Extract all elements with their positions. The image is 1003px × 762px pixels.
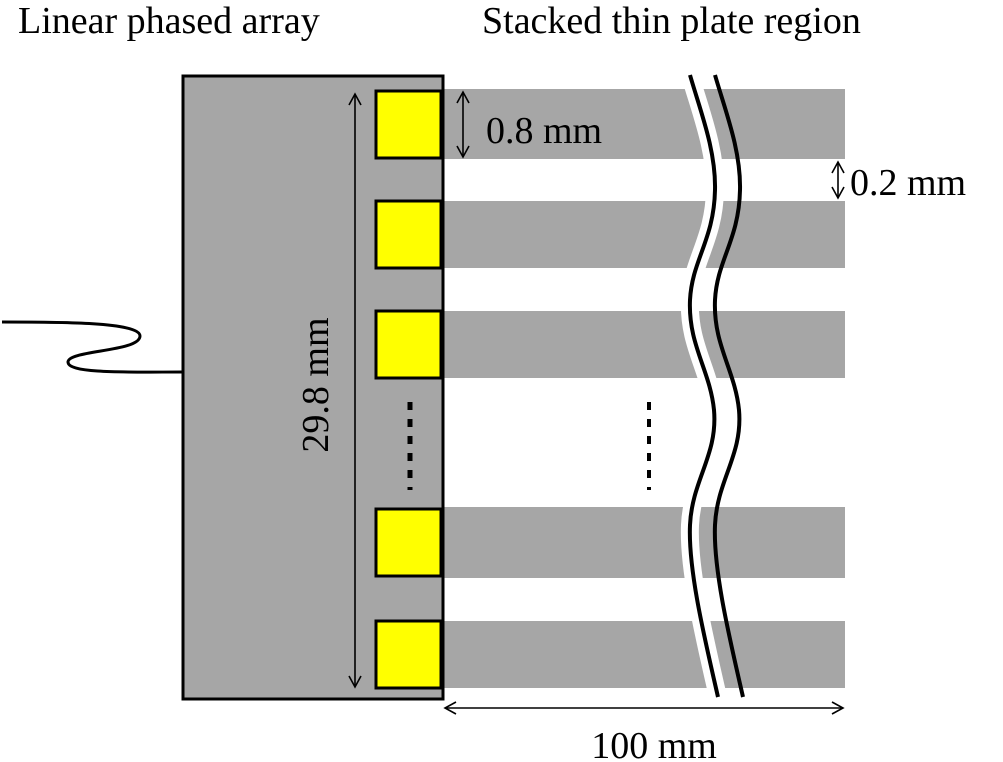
plate-3 — [443, 311, 845, 378]
element-height-label: 0.8 mm — [486, 110, 602, 152]
plate-gap-label: 0.2 mm — [850, 162, 966, 204]
plate-5 — [443, 621, 845, 688]
stacked-plates — [443, 89, 845, 688]
break-symbol-icon — [680, 72, 745, 700]
element-1 — [374, 89, 443, 160]
plate-2 — [443, 201, 845, 268]
title-linear-phased-array: Linear phased array — [18, 0, 320, 42]
element-2 — [374, 199, 443, 270]
element-5 — [374, 619, 443, 690]
plate-length-label: 100 mm — [591, 725, 717, 762]
plate-1 — [443, 89, 845, 159]
probe-housing — [181, 74, 445, 701]
plate-4 — [443, 507, 845, 578]
cable-icon — [1, 320, 184, 374]
transducer-elements — [374, 89, 443, 690]
array-length-label: 29.8 mm — [295, 317, 337, 452]
element-4 — [374, 507, 443, 578]
title-stacked-thin-plate-region: Stacked thin plate region — [482, 0, 861, 42]
element-3 — [374, 309, 443, 380]
